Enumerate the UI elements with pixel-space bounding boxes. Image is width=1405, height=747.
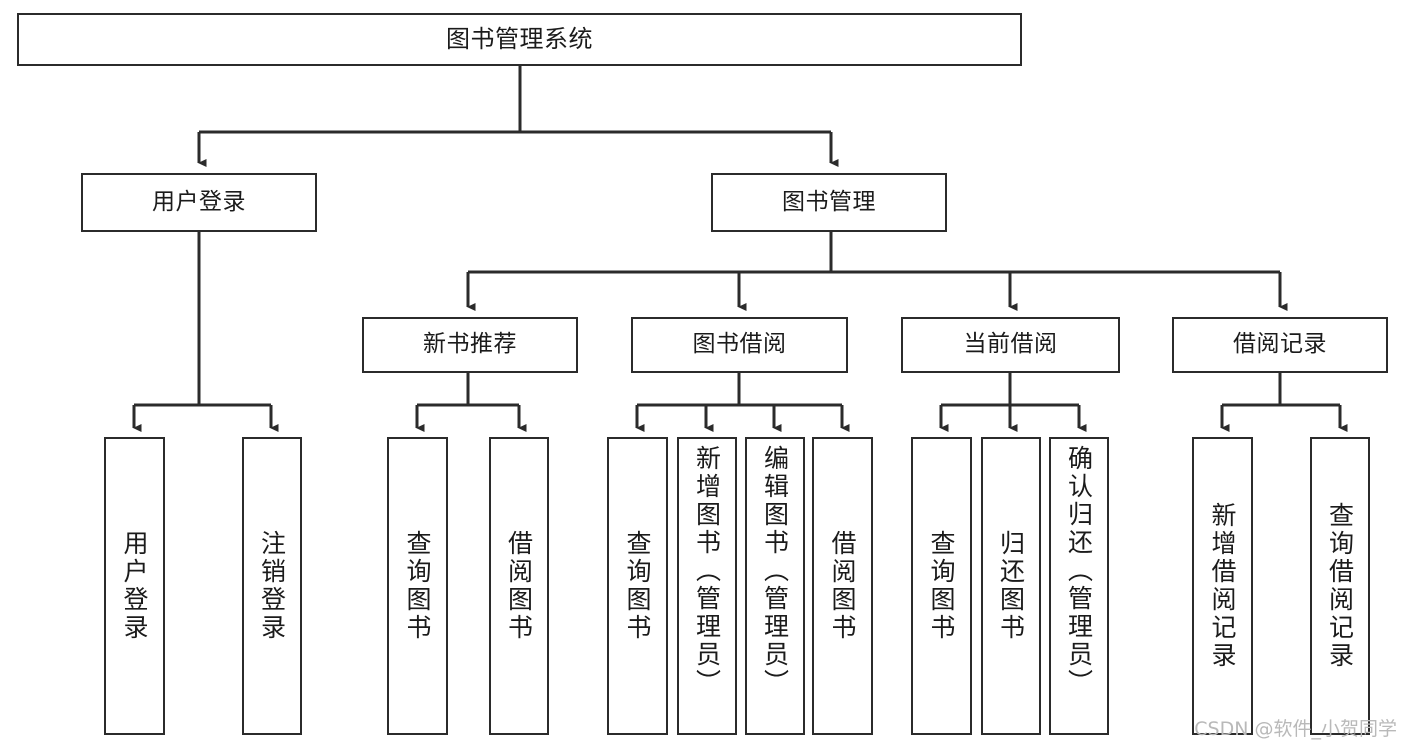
node-current-borrowing[interactable]: 当前借阅 [901,317,1120,373]
node-label: 借阅图书 [828,530,857,642]
node-label: 借阅图书 [504,530,534,642]
leaf-query-borrow-record[interactable]: 查询借阅记录 [1310,437,1370,735]
node-label: 确认归还（管理员） [1064,445,1094,697]
node-borrowing-record[interactable]: 借阅记录 [1172,317,1388,373]
leaf-query-book-current[interactable]: 查询图书 [911,437,972,735]
node-label: 当前借阅 [963,331,1058,358]
node-user-login[interactable]: 用户登录 [81,173,317,232]
node-label: 查询图书 [927,530,956,642]
leaf-return-book[interactable]: 归还图书 [981,437,1041,735]
leaf-user-login[interactable]: 用户登录 [104,437,165,735]
node-book-management[interactable]: 图书管理 [711,173,947,232]
node-label: 新增图书（管理员） [692,445,722,697]
leaf-borrow-book-borrow[interactable]: 借阅图书 [812,437,873,735]
leaf-query-book-newbook[interactable]: 查询图书 [387,437,448,735]
node-label: 图书管理 [782,188,876,215]
leaf-borrow-book-newbook[interactable]: 借阅图书 [489,437,549,735]
node-new-book-recommendation[interactable]: 新书推荐 [362,317,578,373]
leaf-query-book-borrow[interactable]: 查询图书 [607,437,668,735]
leaf-confirm-return-admin[interactable]: 确认归还（管理员） [1049,437,1109,735]
csdn-watermark: CSDN @软件_小贺同学 [1194,718,1397,740]
node-label: 注销登录 [257,530,287,642]
node-book-borrowing[interactable]: 图书借阅 [631,317,848,373]
node-label: 图书借阅 [692,331,787,358]
node-label: 新书推荐 [423,331,517,358]
node-label: 查询借阅记录 [1325,502,1355,670]
leaf-edit-book-admin[interactable]: 编辑图书（管理员） [745,437,805,735]
node-label: 新增借阅记录 [1208,502,1237,670]
node-label: 查询图书 [623,530,652,642]
leaf-add-book-admin[interactable]: 新增图书（管理员） [677,437,737,735]
node-label: 图书管理系统 [446,25,593,54]
leaf-logout[interactable]: 注销登录 [242,437,302,735]
node-label: 查询图书 [403,530,432,642]
node-label: 编辑图书（管理员） [760,445,790,697]
node-label: 用户登录 [120,530,149,642]
leaf-add-borrow-record[interactable]: 新增借阅记录 [1192,437,1253,735]
node-label: 借阅记录 [1233,331,1327,358]
node-label: 归还图书 [996,530,1026,642]
node-root-book-management-system[interactable]: 图书管理系统 [17,13,1022,66]
node-label: 用户登录 [152,188,246,215]
